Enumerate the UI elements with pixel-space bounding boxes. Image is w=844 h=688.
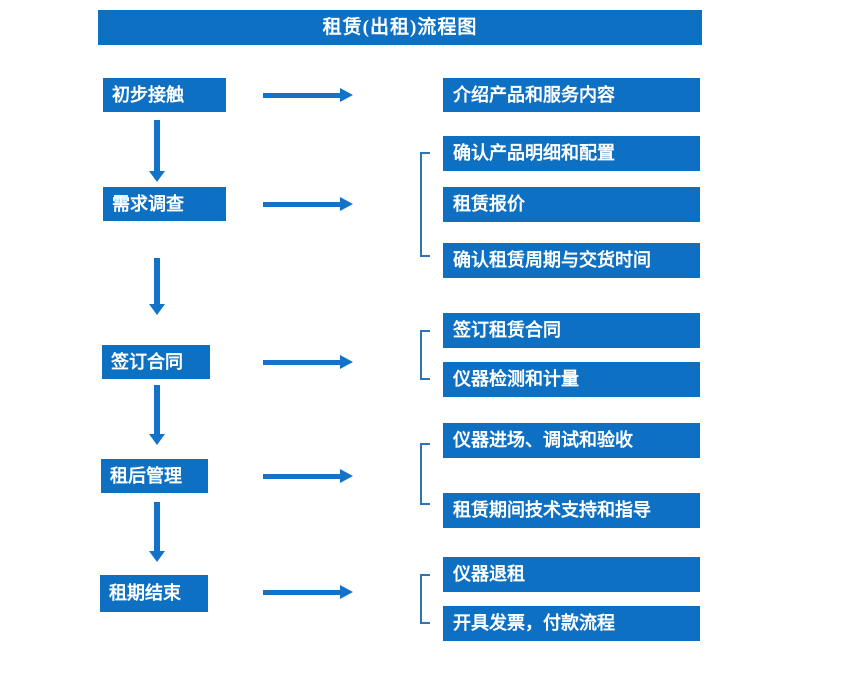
output-box-technical-support: 租赁期间技术支持和指导 xyxy=(443,493,700,528)
arrow-head xyxy=(340,355,353,369)
step-box-sign-contract: 签订合同 xyxy=(102,345,210,379)
output-box-sign-rental-contract: 签订租赁合同 xyxy=(443,313,700,348)
bracket-icon-sign-contract xyxy=(420,330,430,380)
output-box-instrument-setup: 仪器进场、调试和验收 xyxy=(443,423,700,458)
arrow-head xyxy=(340,585,353,599)
bracket-icon-rental-end xyxy=(420,574,430,624)
arrow-shaft xyxy=(154,258,160,304)
arrow-shaft xyxy=(154,502,160,551)
down-arrow-icon-4 xyxy=(149,502,165,562)
arrow-shaft xyxy=(263,590,341,595)
flowchart-title: 租赁(出租)流程图 xyxy=(98,10,702,45)
arrow-head xyxy=(149,434,165,445)
arrow-shaft xyxy=(263,474,341,479)
output-box-introduce-products: 介绍产品和服务内容 xyxy=(443,78,700,112)
arrow-shaft xyxy=(263,93,341,98)
arrow-shaft xyxy=(154,120,160,171)
arrow-head xyxy=(149,304,165,315)
right-arrow-icon-3 xyxy=(263,355,353,369)
down-arrow-icon-2 xyxy=(149,258,165,315)
arrow-shaft xyxy=(263,202,341,207)
step-box-rental-end: 租期结束 xyxy=(100,575,208,612)
right-arrow-icon-1 xyxy=(263,88,353,102)
bracket-icon-post-rental xyxy=(420,443,430,505)
down-arrow-icon-3 xyxy=(149,385,165,445)
arrow-shaft xyxy=(263,360,341,365)
bracket-icon-demand-survey xyxy=(420,152,430,257)
output-box-confirm-rental-period: 确认租赁周期与交货时间 xyxy=(443,243,700,278)
step-box-initial-contact: 初步接触 xyxy=(103,78,226,112)
arrow-head xyxy=(149,171,165,182)
arrow-head xyxy=(149,551,165,562)
arrow-head xyxy=(340,197,353,211)
step-box-demand-survey: 需求调查 xyxy=(103,187,226,221)
output-box-invoice-payment: 开具发票，付款流程 xyxy=(443,606,700,641)
right-arrow-icon-2 xyxy=(263,197,353,211)
down-arrow-icon-1 xyxy=(149,120,165,182)
output-box-instrument-testing: 仪器检测和计量 xyxy=(443,362,700,397)
output-box-confirm-product-details: 确认产品明细和配置 xyxy=(443,136,700,171)
arrow-head xyxy=(340,88,353,102)
output-box-rental-quotation: 租赁报价 xyxy=(443,187,700,222)
right-arrow-icon-4 xyxy=(263,469,353,483)
right-arrow-icon-5 xyxy=(263,585,353,599)
arrow-head xyxy=(340,469,353,483)
output-box-instrument-return: 仪器退租 xyxy=(443,557,700,592)
step-box-post-rental-management: 租后管理 xyxy=(101,459,208,493)
arrow-shaft xyxy=(154,385,160,434)
